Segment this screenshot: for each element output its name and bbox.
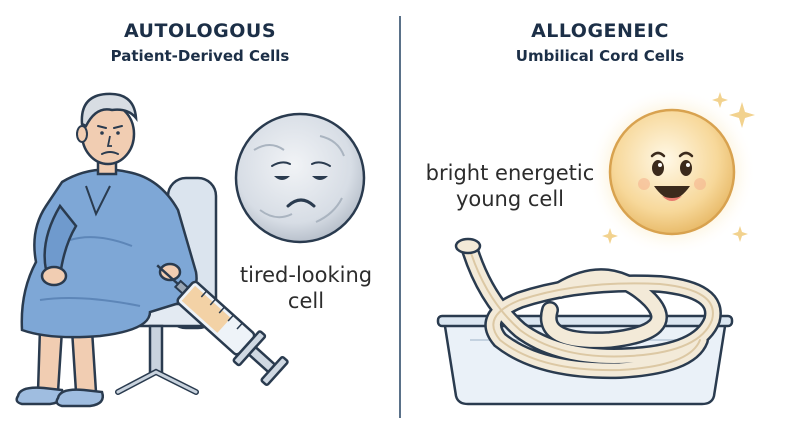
autologous-subtitle: Patient-Derived Cells xyxy=(110,47,290,65)
autologous-title: AUTOLOGOUS xyxy=(123,20,277,42)
tired-cell-label-line1: tired-looking xyxy=(239,263,373,287)
tired-cell-icon xyxy=(234,112,366,244)
bright-cell-label: bright energetic young cell xyxy=(412,160,608,212)
elderly-patient-icon xyxy=(15,92,198,408)
tired-cell-label: tired-looking cell xyxy=(226,262,386,314)
allogeneic-title: ALLOGENEIC xyxy=(531,20,669,42)
tired-cell-label-line2: cell xyxy=(287,289,325,313)
syringe-icon xyxy=(156,264,289,386)
bright-cell-label-line2: young cell xyxy=(455,187,565,211)
allogeneic-subtitle: Umbilical Cord Cells xyxy=(515,47,685,65)
bright-cell-label-line1: bright energetic xyxy=(425,161,595,185)
bright-cell-icon xyxy=(588,88,756,256)
center-divider xyxy=(399,16,401,418)
umbilical-cord-icon xyxy=(454,237,722,380)
sparkle-icon xyxy=(602,92,755,244)
